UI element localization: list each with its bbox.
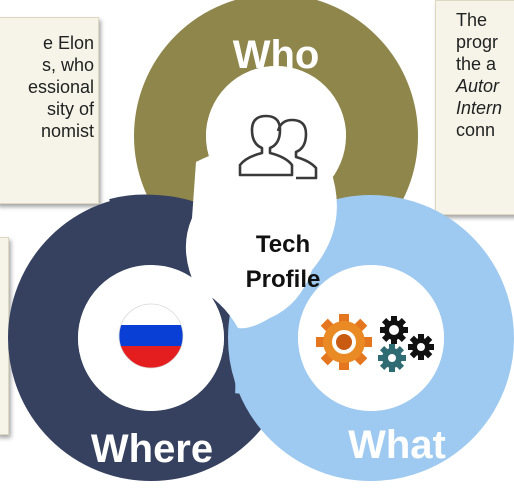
callout-right-line: progr [456, 32, 499, 52]
callout-right-line: the a [456, 54, 497, 74]
who-label: Who [233, 33, 320, 77]
callout-left-line: nomist [40, 121, 94, 141]
callout-right-line: The [456, 10, 488, 30]
people-icon [238, 114, 318, 180]
center-title-line1: Tech [256, 231, 310, 258]
callout-right-line: Intern [456, 98, 503, 118]
what-ring-overlap [229, 332, 306, 399]
callout-right-line: conn [456, 120, 496, 140]
callout-left: e Elon s, who essional sity of nomist [0, 17, 99, 204]
russia-flag-icon [118, 303, 184, 369]
center-title-line2: Profile [246, 266, 321, 293]
callout-left-line: essional [27, 77, 94, 97]
where-ring-overlap [109, 194, 176, 268]
callout-left-line: sity of [46, 99, 94, 119]
where-label: Where [91, 427, 213, 471]
what-label: What [348, 423, 446, 467]
callout-left-line: s, who [41, 55, 94, 75]
what-ring [228, 195, 514, 481]
callout-right-line: Autor [456, 76, 500, 96]
what-segment [228, 195, 514, 481]
callout-left-line: e Elon [42, 33, 94, 53]
callout-right: The progr the a Autor Intern conn [435, 0, 514, 215]
who-inner [206, 66, 346, 206]
gears-icon [316, 314, 434, 372]
who-ring-overlap [336, 129, 415, 184]
